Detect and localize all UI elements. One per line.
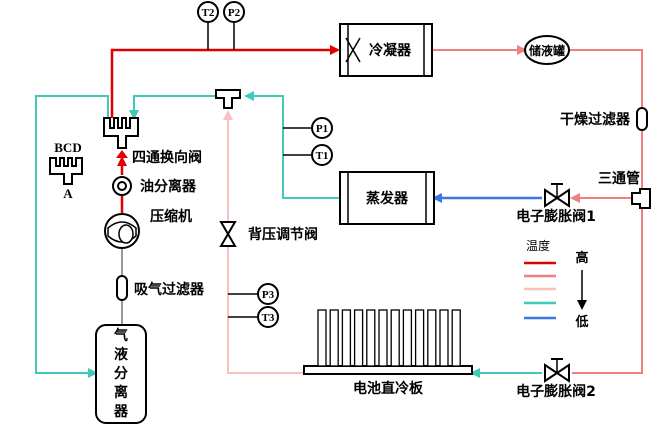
sensor-p2: P2 [223,1,245,23]
back-pressure-valve-label: 背压调节阀 [248,226,318,243]
oil-separator-label: 油分离器 [140,178,197,195]
battery-cooling-plate: 电池直冷板 [303,309,473,397]
cooling-plate-fin [439,309,449,367]
legend-arrow-head [577,300,587,310]
cooling-plate-fin [427,309,437,367]
gas-liquid-separator: 气 液 分 离 器 [95,324,147,424]
legend-title: 温度 [526,238,550,253]
four-way-port-symbol: BCD A [49,140,83,201]
svg-text:器: 器 [113,404,129,420]
cooling-plate-fin [390,309,400,367]
back-pressure-valve: 背压调节阀 [219,221,318,247]
sensor-t2: T2 [197,1,219,23]
sensor-p3: P3 [257,283,279,305]
cooling-plate-fin [451,309,461,367]
pipe-receiver-to-three-way [570,49,643,108]
svg-text:P2: P2 [228,7,241,19]
svg-text:液: 液 [114,346,129,363]
evaporator: 蒸发器 [339,171,435,225]
exv1: 电子膨胀阀1 [516,183,596,225]
cooling-plate-fin [402,309,413,367]
exv2-label: 电子膨胀阀2 [516,383,596,400]
dryer-filter: 干燥过滤器 [560,107,648,131]
sensor-t1: T1 [311,144,333,166]
oil-separator: 油分离器 [112,176,197,196]
svg-text:T3: T3 [262,312,275,324]
condenser: 冷凝器 [339,23,433,77]
battery-plate-label: 电池直冷板 [353,380,424,397]
condenser-label: 冷凝器 [369,42,412,59]
receiver-tank: 储液罐 [524,35,570,65]
three-way-tee: 三通管 [598,170,651,209]
cooling-plate-fin [366,309,376,367]
pipe-discharge-to-condenser [110,45,340,118]
sensor-p1: P1 [311,117,333,139]
four-way-valve: 四通换向阀 [103,117,202,166]
exv1-label: 电子膨胀阀1 [516,208,596,225]
receiver-label: 储液罐 [529,43,565,58]
cooling-plate-fin [341,309,352,367]
compressor: 压缩机 [104,208,192,249]
compressor-label: 压缩机 [150,208,192,225]
svg-text:气: 气 [113,327,128,344]
tee-junction [215,89,241,109]
exv2: 电子膨胀阀2 [516,358,596,400]
pipe-valve-to-separator [35,95,109,378]
cooling-plate-fin [329,309,339,367]
dryer-filter-label: 干燥过滤器 [560,111,631,128]
cooling-plate-fin [378,309,388,367]
temperature-legend: 温度 高 低 [524,238,589,330]
svg-text:P3: P3 [262,289,275,301]
cooling-plate-fin [353,309,364,367]
three-way-label: 三通管 [598,170,640,187]
four-way-valve-label: 四通换向阀 [132,149,202,166]
svg-text:T1: T1 [316,150,329,162]
legend-low-label: 低 [574,314,588,330]
svg-text:T2: T2 [202,7,215,19]
sensor-t3: T3 [257,306,279,328]
svg-text:P1: P1 [316,123,328,135]
pipe-three-way-to-exv2 [572,208,643,374]
legend-high-label: 高 [575,250,588,266]
port-bcd-label: BCD [54,140,81,155]
port-a-label: A [63,186,73,201]
cooling-plate-fin [414,309,425,367]
suction-filter: 吸气过滤器 [116,275,205,301]
pipe-tee-to-valve [129,95,218,120]
pipe-evaporator-to-tee [244,91,340,199]
suction-filter-label: 吸气过滤器 [134,281,205,298]
pipe-battery-to-bpv [227,246,306,374]
svg-text:离: 离 [114,384,128,401]
svg-text:分: 分 [114,366,128,382]
evaporator-label: 蒸发器 [366,190,409,207]
cooling-plate-fin [317,309,327,367]
